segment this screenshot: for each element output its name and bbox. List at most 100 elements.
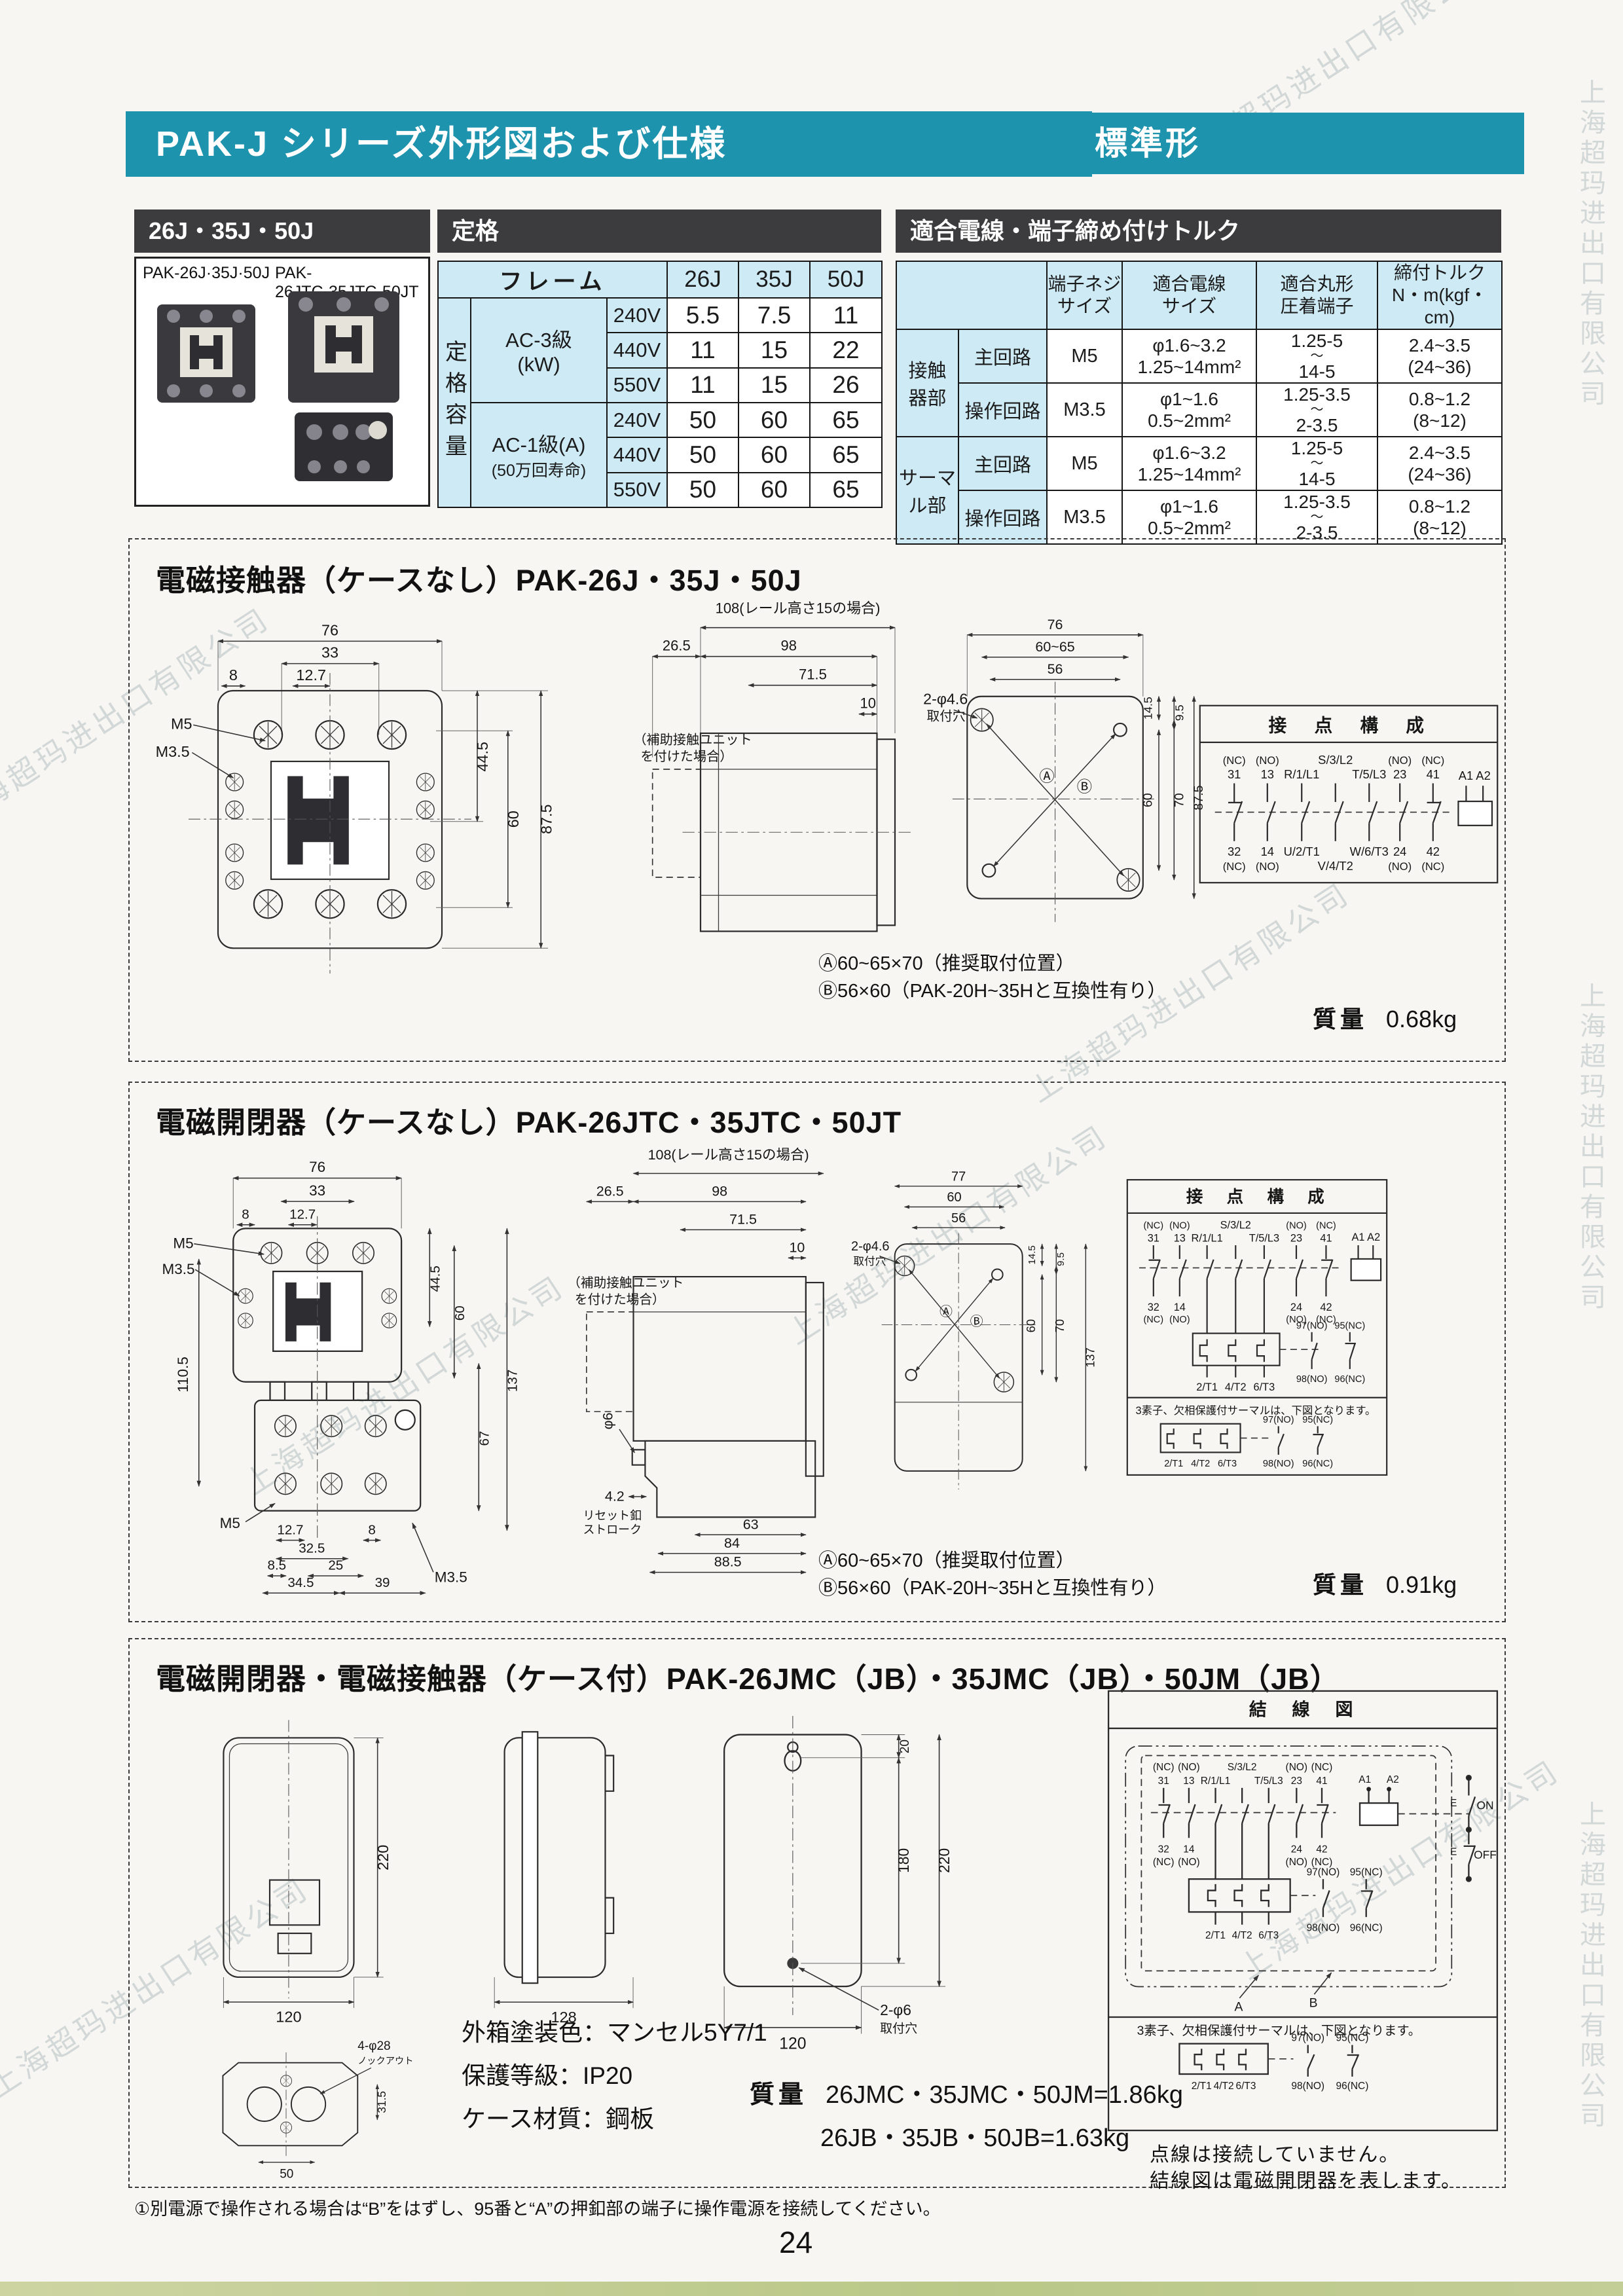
dim-label: 180: [895, 1848, 912, 1873]
pole-label: 32: [1158, 1844, 1169, 1855]
pole-label: 31: [1228, 767, 1241, 781]
dim-label: 60: [1140, 793, 1155, 807]
dim-label: 220: [374, 1845, 392, 1870]
contactor-photo-left: [157, 304, 255, 403]
spec-material: ケース材質：鋼板: [462, 2105, 655, 2132]
pole-label: (NC): [1421, 754, 1444, 767]
pole-label: 31: [1158, 1776, 1169, 1787]
thermal-contact: 98(NO): [1263, 1459, 1294, 1469]
dim-label: 137: [1084, 1347, 1097, 1368]
terminal-cell: 1.25-5〜14-5: [1256, 436, 1378, 491]
section1-box: [128, 538, 1506, 1062]
thermal-contact: 96(NC): [1336, 2081, 1369, 2092]
dim-label: 87.5: [1192, 785, 1206, 810]
hole-label: 2-φ6: [880, 2001, 911, 2018]
s2-contact-diagram: 接 点 構 成 (NC) 31 (NO) 13 R/1/L1 S/3/L2 T/…: [1126, 1178, 1388, 1476]
dim-label: 60: [505, 811, 522, 828]
thermal-terminal: 2/T1: [1192, 2081, 1212, 2092]
pb-label: E: [1450, 1846, 1457, 1857]
dim-label: 8.5: [267, 1558, 286, 1573]
thermal-terminal: 4/T2: [1225, 1381, 1247, 1393]
circuit-cell: 主回路: [958, 329, 1048, 384]
value-cell: 50: [666, 437, 739, 473]
terminal-cell: 1.25-3.5〜2-3.5: [1256, 382, 1378, 437]
dim-label: 10: [789, 1239, 805, 1255]
pole-label: (NC): [1223, 754, 1246, 767]
dim-label: 67: [477, 1431, 492, 1446]
value-cell: 15: [738, 367, 811, 403]
circuit-cell: 操作回路: [958, 382, 1048, 437]
s3-footnote-1: 点線は接続していません。: [1150, 2144, 1400, 2166]
pole-label: (NO): [1286, 1857, 1308, 1868]
s3-case-front-drawing: 220 120: [223, 1720, 392, 2026]
watermark: 上海超玛进出口有限公司: [1576, 982, 1605, 1313]
watermark: 上海超玛进出口有限公司: [1576, 1800, 1605, 2132]
pole-label: (NO): [1388, 860, 1412, 873]
pole-label: S/3/L2: [1318, 753, 1353, 767]
thermal-switches: [1307, 2045, 1360, 2077]
coil-label: A1 A2: [1459, 769, 1491, 782]
torque-cell: 0.8~1.2(8~12): [1377, 382, 1503, 437]
pole-label: (NC): [1311, 1857, 1333, 1868]
pole-label: 14: [1174, 1302, 1186, 1313]
coil-label: A2: [1387, 1774, 1399, 1785]
contact-poles: [1148, 1245, 1334, 1334]
dim-label: 39: [375, 1575, 390, 1590]
dim-label: 12.7: [277, 1522, 303, 1537]
thermal-terminal: 2/T1: [1196, 1381, 1218, 1393]
coil-label: A1 A2: [1352, 1231, 1381, 1243]
hole-label: 取付穴: [880, 2022, 917, 2036]
dim-label: M5: [171, 716, 192, 733]
pole-label: S/3/L2: [1220, 1220, 1251, 1231]
pole-label: (NO): [1388, 754, 1412, 767]
page-footnote: ①別電源で操作される場合は“B”をはずし、95番と“A”の押釦部の端子に操作電源…: [134, 2199, 941, 2219]
value-cell: 60: [738, 401, 811, 439]
dim-label: 88.5: [714, 1554, 742, 1570]
s2-front-view-drawing: 76 33 8 12.7 M5 M3.5 110.5 44.5 60 67 13…: [162, 1159, 520, 1595]
thermal-contact: 97(NO): [1291, 2033, 1324, 2044]
dim-label: 44.5: [474, 742, 491, 772]
value-cell: 50: [666, 471, 739, 509]
s3-case-back-drawing: 20 180 220 120 2-φ6 取付穴: [723, 1715, 953, 2052]
group-contactor: 接触器部: [896, 329, 959, 437]
spec-ip: 保護等級：IP20: [462, 2062, 633, 2089]
thermal-terminal: 6/T3: [1218, 1459, 1237, 1469]
value-cell: 11: [666, 332, 739, 369]
pole-label: T/5/L3: [1352, 767, 1386, 781]
rating-header: 定格: [437, 210, 881, 253]
torque-corner-cell: [896, 261, 1048, 330]
contact-title: 接 点 構 成: [1186, 1188, 1328, 1207]
frame-26j: 26J: [666, 261, 739, 299]
standard-type-badge: 標準形: [1071, 113, 1524, 174]
section2-title: 電磁開閉器（ケースなし）PAK-26JTC・35JTC・50JT: [156, 1106, 902, 1139]
pole-label: 13: [1183, 1776, 1194, 1787]
s2-side-view-drawing: 108(レール高さ15の場合) 26.5 98 71.5 10 （補助接触ユニッ…: [568, 1147, 824, 1575]
dim-label: 76: [309, 1159, 325, 1175]
dim-label: 26.5: [663, 638, 691, 654]
badge-text: 標準形: [1095, 125, 1201, 162]
s3-case-side-drawing: 128: [494, 1731, 634, 2026]
dim-label: M3.5: [435, 1569, 467, 1585]
watermark: 上海超玛进出口有限公司: [1576, 79, 1605, 410]
torque-header: 適合電線・端子締め付けトルク: [896, 210, 1501, 253]
s3-wiring-diagram: 結 線 図 (NC) 31 (NO) 13 R/1/L1 S/3/L2 T/5/…: [1107, 1690, 1499, 2132]
pole-label: R/1/L1: [1192, 1233, 1223, 1245]
thermal-switches: [1322, 1879, 1374, 1918]
s1-contact-diagram: 接 点 構 成 (NC) 31 (NO) 13 R/1/L1 S/3/L2 T/…: [1199, 704, 1499, 884]
pole-label: (NO): [1169, 1315, 1190, 1325]
dim-label: 56: [1048, 661, 1063, 677]
dim-label: 108(レール高さ15の場合): [648, 1147, 809, 1163]
pb-label: E: [1450, 1798, 1457, 1809]
pole-label: (NO): [1256, 754, 1279, 767]
dim-label: M3.5: [162, 1261, 195, 1277]
scan-edge-strip: [0, 2282, 1623, 2296]
on-label: ON: [1476, 1799, 1493, 1812]
pole-label: 23: [1290, 1233, 1302, 1245]
pole-label: T/5/L3: [1249, 1233, 1279, 1245]
thermal-contact: 97(NO): [1307, 1867, 1340, 1878]
dim-label: 70: [1173, 793, 1187, 807]
onoff-switches: [1463, 1774, 1476, 1882]
hole-label: 2-φ4.6: [923, 690, 968, 707]
dim-label: 9.5: [1055, 1252, 1067, 1266]
